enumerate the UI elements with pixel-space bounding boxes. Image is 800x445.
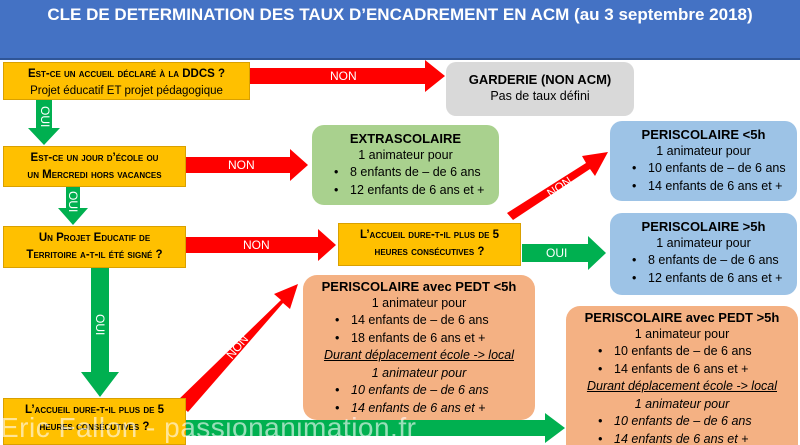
question-duree-pedt-line1: L’accueil dure-t-il plus de 5 [24, 404, 165, 416]
pedt-lt5-item2: 10 enfants de – de 6 ans [313, 382, 535, 400]
question-duree-5h-avec-pedt: L’accueil dure-t-il plus de 5 heures con… [3, 398, 186, 445]
result-garderie: GARDERIE (NON ACM) Pas de taux défini [446, 62, 634, 116]
question-pedt-line1: Un Projet Educatif de [38, 232, 151, 244]
peri-lt5-list: 10 enfants de – de 6 ans 14 enfants de 6… [610, 160, 797, 195]
peri-lt5-title: PERISCOLAIRE <5h [641, 127, 766, 142]
pedt-lt5-title: PERISCOLAIRE avec PEDT <5h [321, 279, 517, 294]
question-duree-line1: L’accueil dure-t-il plus de 5 [359, 229, 500, 241]
extrascolaire-title: EXTRASCOLAIRE [349, 131, 462, 146]
arrow-yes-q3-q5 [81, 268, 119, 397]
garderie-text: Pas de taux défini [490, 89, 590, 103]
result-pedt-plus-5h: PERISCOLAIRE avec PEDT >5h 1 animateur p… [566, 306, 798, 445]
pedt-lt5-travel: Durant déplacement école -> local [323, 348, 515, 362]
result-periscolaire-moins-5h: PERISCOLAIRE <5h 1 animateur pour 10 enf… [610, 121, 797, 201]
watermark: Eric Fallon - passionanimation.fr [0, 412, 417, 443]
extrascolaire-item: 12 enfants de 6 ans et + [312, 182, 499, 200]
peri-gt5-title: PERISCOLAIRE >5h [641, 219, 766, 234]
arrow-no-q1-garderie [250, 60, 445, 92]
question-ddcs-line1: Est-ce un accueil déclaré à la DDCS ? [27, 68, 226, 80]
question-pedt-line2: Territoire a-t-il été signé ? [26, 249, 163, 261]
arrow-yes-q5-pedt-gt5 [186, 413, 565, 443]
result-pedt-moins-5h: PERISCOLAIRE avec PEDT <5h 1 animateur p… [303, 275, 535, 420]
label-oui-q1: OUI [38, 106, 52, 128]
extrascolaire-item: 8 enfants de – de 6 ans [312, 164, 499, 182]
pedt-gt5-travel: Durant déplacement école -> local [586, 379, 778, 393]
diagram-title: CLE DE DETERMINATION DES TAUX D’ENCADREM… [47, 5, 753, 24]
label-oui-q4: OUI [546, 246, 568, 260]
label-oui-q3: OUI [93, 314, 107, 336]
peri-lt5-item: 10 enfants de – de 6 ans [610, 160, 797, 178]
pedt-gt5-list2: 10 enfants de – de 6 ans 14 enfants de 6… [566, 413, 798, 445]
arrow-yes-q2-q3 [58, 187, 88, 225]
peri-gt5-item: 12 enfants de 6 ans et + [610, 270, 797, 288]
arrow-yes-q1-q2 [28, 100, 60, 145]
peri-gt5-list: 8 enfants de – de 6 ans 12 enfants de 6 … [610, 252, 797, 287]
question-jour-ecole-line2: un Mercredi hors vacances [27, 169, 162, 181]
pedt-lt5-intro2: 1 animateur pour [371, 365, 467, 380]
question-jour-ecole: Est-ce un jour d’école ou un Mercredi ho… [3, 146, 186, 187]
pedt-lt5-item: 14 enfants de – de 6 ans [313, 312, 535, 330]
label-non-q3: NON [243, 238, 270, 252]
question-pedt-signe: Un Projet Educatif de Territoire a-t-il … [3, 226, 186, 268]
pedt-lt5-intro: 1 animateur pour [371, 296, 467, 310]
question-ddcs: Est-ce un accueil déclaré à la DDCS ? Pr… [3, 62, 250, 100]
arrow-no-q3-q4 [186, 229, 336, 261]
extrascolaire-intro: 1 animateur pour [358, 148, 453, 162]
garderie-title: GARDERIE (NON ACM) [468, 72, 612, 87]
question-duree-pedt-line2: heures consécutives ? [39, 421, 150, 433]
arrow-no-q4-peri-lt5 [507, 152, 608, 220]
pedt-gt5-item2: 14 enfants de 6 ans et + [576, 431, 798, 445]
pedt-lt5-item: 18 enfants de 6 ans et + [313, 330, 535, 348]
pedt-lt5-list2: 10 enfants de – de 6 ans 14 enfants de 6… [303, 382, 535, 417]
pedt-gt5-item2: 10 enfants de – de 6 ans [576, 413, 798, 431]
result-periscolaire-plus-5h: PERISCOLAIRE >5h 1 animateur pour 8 enfa… [610, 213, 797, 295]
arrow-yes-q4-peri-gt5 [522, 236, 606, 270]
label-non-q1: NON [330, 69, 357, 83]
pedt-lt5-item2: 14 enfants de 6 ans et + [313, 400, 535, 418]
question-duree-line2: heures consécutives ? [374, 246, 485, 258]
extrascolaire-list: 8 enfants de – de 6 ans 12 enfants de 6 … [312, 164, 499, 199]
pedt-gt5-title: PERISCOLAIRE avec PEDT >5h [584, 310, 780, 325]
pedt-gt5-list: 10 enfants de – de 6 ans 14 enfants de 6… [566, 343, 798, 378]
peri-gt5-item: 8 enfants de – de 6 ans [610, 252, 797, 270]
pedt-lt5-list: 14 enfants de – de 6 ans 18 enfants de 6… [303, 312, 535, 347]
peri-lt5-item: 14 enfants de 6 ans et + [610, 178, 797, 196]
arrow-no-q5-pedt-lt5 [176, 284, 298, 412]
pedt-gt5-intro: 1 animateur pour [634, 327, 730, 341]
peri-lt5-intro: 1 animateur pour [656, 144, 751, 158]
question-ddcs-line2: Projet éducatif ET projet pédagogique [30, 85, 223, 97]
label-oui-q2: OUI [66, 191, 80, 213]
pedt-gt5-item: 14 enfants de 6 ans et + [576, 361, 798, 379]
peri-gt5-intro: 1 animateur pour [656, 236, 751, 250]
question-jour-ecole-line1: Est-ce un jour d’école ou [30, 152, 159, 164]
question-duree-5h-sans-pedt: L’accueil dure-t-il plus de 5 heures con… [338, 223, 521, 266]
label-non-q2: NON [228, 158, 255, 172]
arrow-no-q2-extrascolaire [186, 149, 308, 181]
pedt-gt5-item: 10 enfants de – de 6 ans [576, 343, 798, 361]
pedt-gt5-intro2: 1 animateur pour [634, 396, 730, 411]
result-extrascolaire: EXTRASCOLAIRE 1 animateur pour 8 enfants… [312, 125, 499, 205]
title-banner: CLE DE DETERMINATION DES TAUX D’ENCADREM… [0, 0, 800, 60]
